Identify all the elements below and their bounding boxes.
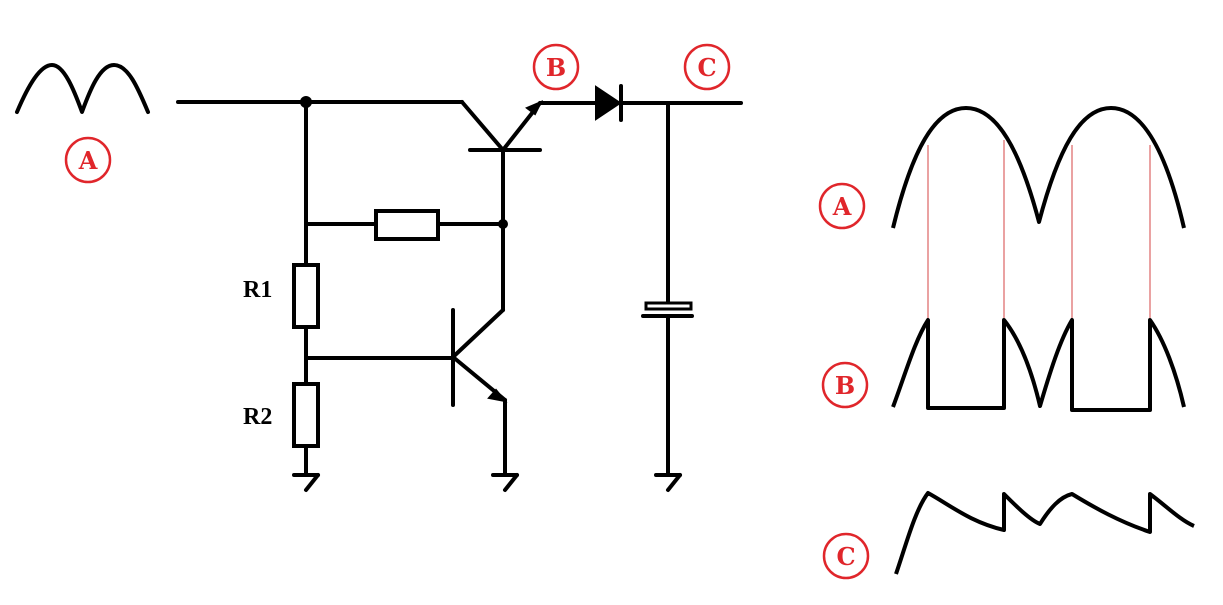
- feedback-junction-dot: [498, 219, 508, 229]
- feedback-resistor: [374, 209, 440, 241]
- timing-guide-lines: [927, 140, 1151, 320]
- svg-text:B: B: [546, 53, 566, 82]
- label-r1: R1: [243, 277, 272, 303]
- resistor-r1: [292, 263, 320, 329]
- svg-text:A: A: [832, 192, 852, 221]
- ground-symbol-r2: [292, 473, 320, 492]
- tag-wave-b: B: [821, 361, 869, 409]
- waveform-a: [891, 106, 1186, 229]
- svg-text:C: C: [836, 542, 855, 571]
- control-transistor: [451, 308, 508, 475]
- svg-text:B: B: [835, 371, 855, 400]
- ground-symbol-transistor: [491, 473, 519, 492]
- ground-symbol-cap: [654, 473, 682, 492]
- tag-emitter-b: B: [532, 43, 580, 91]
- svg-text:C: C: [697, 53, 716, 82]
- tag-input-a: A: [64, 136, 112, 184]
- waveform-c: [894, 491, 1195, 575]
- waveform-b: [891, 318, 1186, 412]
- tag-wave-a: A: [818, 182, 866, 230]
- input-waveform-sketch: [15, 63, 150, 114]
- tag-wave-c: C: [822, 532, 870, 580]
- resistor-r2: [292, 382, 320, 448]
- diode: [595, 84, 623, 122]
- label-r2: R2: [243, 404, 272, 430]
- svg-text:A: A: [78, 146, 98, 175]
- tag-output-c: C: [683, 43, 731, 91]
- filter-capacitor: [641, 101, 694, 475]
- series-transistor: [460, 100, 544, 312]
